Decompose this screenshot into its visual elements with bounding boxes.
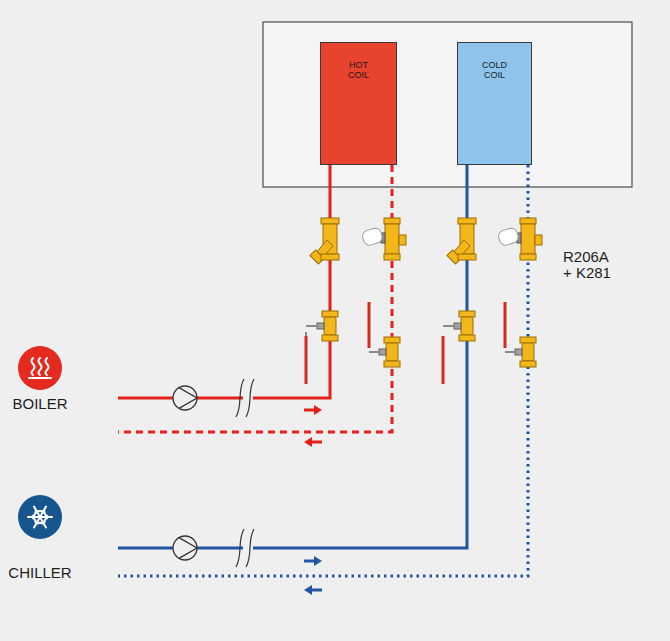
ball-valve xyxy=(379,337,400,367)
icon-glyph xyxy=(28,507,52,528)
cold-coil: COLD COIL xyxy=(457,42,532,165)
icon-circle xyxy=(18,495,62,539)
pipe-break xyxy=(236,379,254,417)
pipe-break xyxy=(236,529,254,567)
flow-arrowhead xyxy=(314,405,322,415)
valve-lever xyxy=(368,302,371,348)
supply-pipe xyxy=(118,165,467,548)
supply-pipe xyxy=(118,165,330,398)
icon-glyph xyxy=(29,358,51,378)
valve-lever xyxy=(442,336,445,384)
return-pipe xyxy=(118,165,392,432)
pump-symbol xyxy=(173,386,197,410)
pipe-group xyxy=(118,165,467,566)
valve-stem xyxy=(505,351,515,353)
coil-label: COLD COIL xyxy=(475,60,515,81)
flow-arrowhead xyxy=(304,437,312,447)
valve-stem xyxy=(443,325,454,327)
terminal-unit-casing xyxy=(263,22,632,187)
balancing-valve xyxy=(497,218,542,260)
ball-valve xyxy=(317,311,338,341)
valve-stem xyxy=(306,326,317,384)
pipe-break-gap xyxy=(243,540,253,556)
source-label: BOILER xyxy=(8,396,72,413)
ball-valve xyxy=(515,337,536,367)
valve-lever xyxy=(504,302,507,348)
coil-label: HOT COIL xyxy=(339,60,379,81)
hot-coil: HOT COIL xyxy=(320,42,397,165)
boiler-icon xyxy=(8,345,72,393)
valve-code-label: R206A + K281 xyxy=(563,249,615,281)
boiler-source: BOILER xyxy=(8,345,118,440)
pipe-break-gap xyxy=(243,390,253,406)
valve-lever xyxy=(305,336,308,384)
flow-arrowhead xyxy=(314,556,322,566)
chiller-source: CHILLER xyxy=(8,494,118,594)
pipe-group xyxy=(118,165,392,447)
chiller-icon xyxy=(8,494,72,542)
source-label: CHILLER xyxy=(8,565,72,582)
pipe-group xyxy=(118,165,528,595)
return-pipe xyxy=(118,165,528,576)
flow-arrowhead xyxy=(304,585,312,595)
ball-valve xyxy=(454,311,475,341)
y-strainer xyxy=(310,218,339,264)
valve-stem xyxy=(369,351,379,353)
icon-circle xyxy=(18,346,62,390)
y-strainer xyxy=(447,218,476,264)
pump-symbol xyxy=(173,536,197,560)
pipe-group xyxy=(118,165,330,415)
balancing-valve xyxy=(361,218,406,260)
